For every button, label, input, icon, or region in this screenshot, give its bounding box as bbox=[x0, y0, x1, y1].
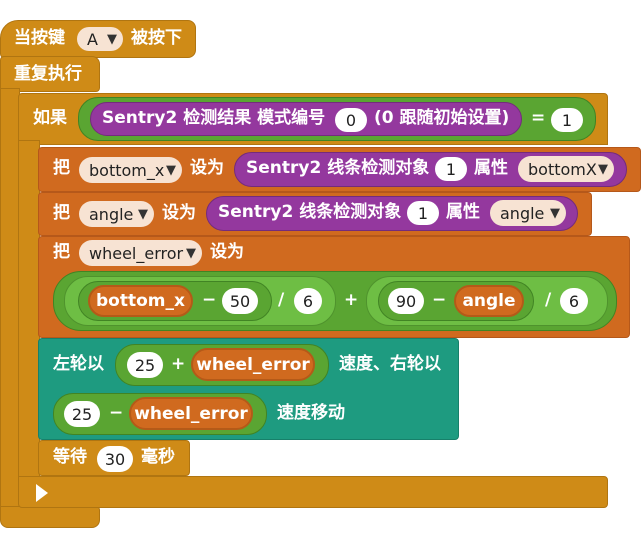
wait-unit: 毫秒 bbox=[141, 447, 175, 467]
var-dropdown-bottom-x[interactable]: bottom_x▼ bbox=[79, 157, 182, 183]
to-keyword: 设为 bbox=[162, 203, 196, 223]
left-wheel-label: 左轮以 bbox=[53, 354, 104, 374]
chevron-down-icon: ▼ bbox=[186, 245, 196, 261]
angle-reporter[interactable]: angle bbox=[454, 285, 524, 317]
chevron-down-icon: ▼ bbox=[107, 31, 117, 47]
var-name: bottom_x bbox=[89, 160, 165, 180]
divisor-right[interactable]: 6 bbox=[560, 288, 588, 314]
line-obj-value[interactable]: 1 bbox=[407, 201, 439, 225]
compare-value[interactable]: 1 bbox=[551, 108, 583, 132]
repeat-arm bbox=[0, 88, 20, 508]
line-detect-label: Sentry2 线条检测对象 bbox=[218, 202, 402, 222]
mode-value[interactable]: 0 bbox=[335, 108, 367, 132]
line-detect-label: Sentry2 线条检测对象 bbox=[246, 158, 430, 178]
wheel-error-reporter[interactable]: wheel_error bbox=[191, 348, 315, 381]
chevron-down-icon: ▼ bbox=[138, 206, 148, 222]
repeat-block[interactable] bbox=[0, 56, 100, 92]
chevron-down-icon: ▼ bbox=[598, 161, 608, 177]
set-keyword: 把 bbox=[53, 242, 70, 262]
prop-dropdown-bottomx[interactable]: bottomX▼ bbox=[518, 156, 614, 182]
attr-label: 属性 bbox=[474, 158, 508, 178]
divisor-left[interactable]: 6 bbox=[294, 288, 322, 314]
plus-sign: + bbox=[344, 290, 359, 310]
set-keyword: 把 bbox=[53, 158, 70, 178]
play-icon bbox=[36, 484, 48, 502]
if-arm bbox=[18, 140, 40, 480]
equals-sign: = bbox=[531, 108, 546, 128]
chevron-down-icon: ▼ bbox=[166, 162, 176, 178]
set-keyword: 把 bbox=[53, 203, 70, 223]
left-num[interactable]: 50 bbox=[222, 288, 258, 314]
wait-value[interactable]: 30 bbox=[97, 446, 133, 472]
if-label: 如果 bbox=[33, 108, 67, 128]
wait-label: 等待 bbox=[53, 447, 87, 467]
bottom-x-reporter[interactable]: bottom_x bbox=[88, 285, 193, 317]
to-keyword: 设为 bbox=[210, 242, 244, 262]
sentry-result-label: Sentry2 检测结果 模式编号 bbox=[102, 108, 326, 128]
wheel-error-reporter[interactable]: wheel_error bbox=[129, 397, 253, 430]
if-footer bbox=[18, 476, 608, 508]
plus-sign: + bbox=[171, 354, 186, 374]
minus-sign: − bbox=[202, 290, 217, 310]
motor-left-num[interactable]: 25 bbox=[127, 352, 163, 378]
attr-label: 属性 bbox=[446, 202, 480, 222]
prop-dropdown-angle[interactable]: angle ▼ bbox=[490, 200, 566, 226]
chevron-down-icon: ▼ bbox=[550, 205, 560, 221]
hat-prefix: 当按键 bbox=[14, 28, 65, 48]
line-obj-value[interactable]: 1 bbox=[435, 157, 467, 181]
var-dropdown-angle[interactable]: angle▼ bbox=[79, 201, 154, 227]
sentry-result-block[interactable] bbox=[90, 102, 522, 136]
var-name: angle bbox=[89, 204, 134, 224]
var-name: wheel_error bbox=[89, 243, 184, 263]
speed-right-label: 速度、右轮以 bbox=[339, 354, 441, 374]
repeat-label: 重复执行 bbox=[14, 64, 82, 84]
move-label: 速度移动 bbox=[277, 403, 345, 423]
var-dropdown-wheel-error[interactable]: wheel_error▼ bbox=[79, 240, 202, 266]
divide-sign: / bbox=[278, 290, 285, 310]
divide-sign: / bbox=[545, 290, 552, 310]
repeat-footer bbox=[0, 506, 100, 528]
key-value: A bbox=[87, 29, 98, 49]
right-num[interactable]: 90 bbox=[388, 288, 424, 314]
to-keyword: 设为 bbox=[190, 158, 224, 178]
key-dropdown[interactable]: A▼ bbox=[77, 27, 123, 51]
follow-label: (0 跟随初始设置) bbox=[374, 108, 510, 128]
motor-right-num[interactable]: 25 bbox=[64, 401, 100, 427]
prop-name: bottomX bbox=[528, 159, 597, 179]
prop-name: angle bbox=[500, 203, 545, 223]
hat-suffix: 被按下 bbox=[131, 28, 182, 48]
minus-sign: − bbox=[432, 290, 447, 310]
minus-sign: − bbox=[109, 403, 124, 423]
